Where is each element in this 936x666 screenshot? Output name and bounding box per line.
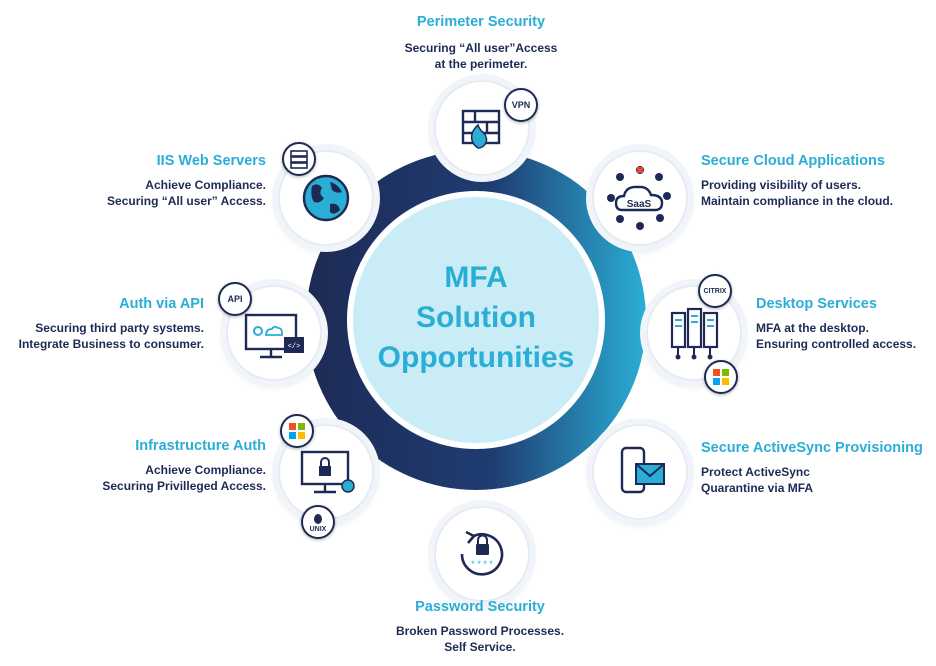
cloud-desc-2: Maintain compliance in the cloud. (701, 194, 894, 208)
iis-label: IIS Web Servers Achieve Compliance. Secu… (66, 153, 266, 209)
password-desc-1: Broken Password Processes. (395, 624, 565, 638)
iis-desc-1: Achieve Compliance. (145, 178, 266, 192)
firewall-icon (461, 109, 501, 149)
password-title: Password Security (415, 599, 545, 615)
windows-logo-icon (704, 360, 738, 394)
activesync-label: Secure ActiveSync Provisioning Protect A… (701, 440, 923, 496)
saas-cloud-icon: SaaS (607, 166, 671, 230)
infra-desc-2: Securing Privilleged Access. (102, 479, 266, 493)
iis-desc-2: Securing “All user” Access. (107, 194, 266, 208)
perimeter-desc-2: at the perimeter. (434, 57, 528, 71)
api-desc-2: Integrate Business to consumer. (18, 337, 204, 351)
hub-line-2: Solution (416, 301, 536, 334)
desktop-desc-1: MFA at the desktop. (756, 321, 869, 335)
unix-badge: UNIX (301, 505, 335, 539)
api-monitor-icon: </> (244, 313, 304, 359)
globe-icon (302, 174, 350, 222)
hub-circle (347, 191, 605, 449)
server-list-icon (282, 142, 316, 176)
api-desc-1: Securing third party systems. (35, 321, 204, 335)
cloud-desc-1: Providing visibility of users. (701, 178, 862, 192)
password-desc-2: Self Service. (444, 640, 516, 654)
desktop-desc-2: Ensuring controlled access. (756, 337, 917, 351)
windows-logo-icon (280, 414, 314, 448)
locked-monitor-icon (300, 450, 355, 494)
cloud-title: Secure Cloud Applications (701, 153, 885, 169)
api-label: Auth via API Securing third party system… (4, 296, 204, 352)
hub-line-1: MFA (444, 261, 508, 294)
hub-line-3: Opportunities (377, 341, 575, 374)
infra-node (278, 424, 374, 520)
infra-title: Infrastructure Auth (135, 438, 266, 454)
tux-icon (314, 514, 322, 524)
iis-title: IIS Web Servers (156, 153, 266, 169)
api-badge: API (218, 282, 252, 316)
cloud-node: SaaS (592, 150, 688, 246)
password-reset-icon: * * * * (460, 530, 504, 576)
password-node: * * * * (434, 506, 530, 602)
mobile-mail-icon (620, 446, 665, 494)
vpn-badge: VPN (504, 88, 538, 122)
svg-text:* * * *: * * * * (471, 559, 493, 569)
infra-desc-1: Achieve Compliance. (145, 463, 266, 477)
activesync-desc-2: Quarantine via MFA (701, 481, 814, 495)
infra-label: Infrastructure Auth Achieve Compliance. … (66, 438, 266, 494)
activesync-node (592, 424, 688, 520)
saas-label: SaaS (627, 199, 652, 210)
password-label: Password Security Broken Password Proces… (380, 599, 580, 655)
desktop-title: Desktop Services (756, 296, 877, 312)
activesync-desc-1: Protect ActiveSync (701, 465, 810, 479)
desktop-label: Desktop Services MFA at the desktop. Ens… (756, 296, 916, 352)
api-title: Auth via API (119, 296, 204, 312)
perimeter-label: Perimeter Security Securing “All user”Ac… (381, 14, 581, 72)
citrix-badge: CITRIX (698, 274, 732, 308)
svg-text:</>: </> (288, 343, 301, 351)
cloud-label: Secure Cloud Applications Providing visi… (701, 153, 893, 209)
perimeter-desc-1: Securing “All user”Access (404, 41, 558, 55)
api-node: </> (226, 285, 322, 381)
perimeter-title: Perimeter Security (416, 14, 546, 30)
activesync-title: Secure ActiveSync Provisioning (701, 440, 923, 456)
servers-icon (670, 307, 719, 360)
hub-label: MFA Solution Opportunities (348, 258, 604, 378)
